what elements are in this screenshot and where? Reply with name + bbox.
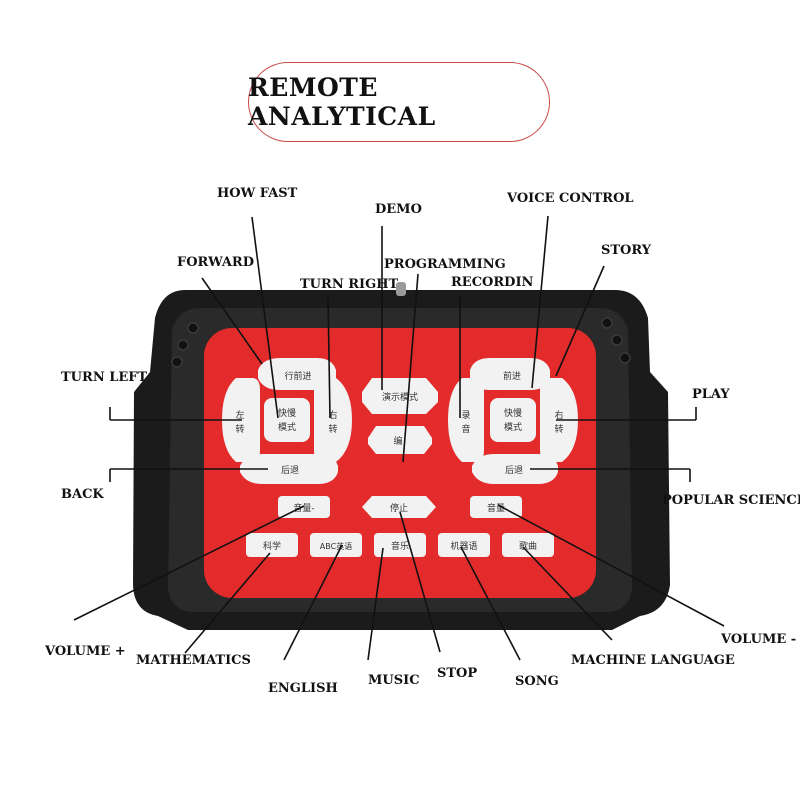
turn-left-key-label-bottom: 转 — [235, 423, 244, 435]
callout-mathematics: MATHEMATICS — [136, 653, 251, 668]
callout-programming: PROGRAMMING — [384, 257, 506, 272]
forward-right-key-label: 前进 — [503, 370, 521, 382]
stop-key[interactable]: 停止 — [362, 496, 436, 518]
mathematics-key[interactable]: 科学 — [246, 533, 298, 557]
song-key[interactable]: 歌曲 — [502, 533, 554, 557]
stop-key-label: 停止 — [390, 502, 408, 514]
voice-control-key-label-bottom: 模式 — [504, 421, 522, 433]
machine-language-key-label: 机器语 — [450, 540, 477, 552]
voice-control-key[interactable]: 快慢 模式 — [490, 398, 536, 442]
song-key-label: 歌曲 — [519, 540, 537, 552]
callout-voice-control: VOICE CONTROL — [507, 191, 634, 206]
leader-turn-right — [327, 294, 331, 419]
diagram-title: REMOTE ANALYTICAL — [248, 73, 436, 131]
programming-key-label: 编 — [393, 435, 402, 447]
leader-how-fast — [251, 216, 279, 419]
callout-back: BACK — [61, 487, 104, 502]
leader-song — [460, 546, 521, 661]
play-key-label-bottom: 转 — [554, 423, 563, 435]
leader-machine-language — [522, 546, 613, 641]
callout-popular-science: POPULAR SCIENCE — [662, 493, 800, 508]
leader-lines — [73, 215, 725, 661]
english-key[interactable]: ABC英语 — [310, 533, 362, 557]
voice-control-key-label-top: 快慢 — [504, 407, 522, 419]
programming-key[interactable]: 编 — [368, 426, 432, 454]
leader-voice-control — [531, 215, 549, 389]
record-key[interactable]: 录 音 — [448, 378, 484, 462]
speed-mode-key-label-bottom: 模式 — [278, 421, 296, 433]
leader-stop — [399, 511, 441, 653]
music-key[interactable]: 音乐 — [374, 533, 426, 557]
volume-plus-key-label: 音量 — [487, 502, 505, 514]
english-key-label: ABC英语 — [320, 541, 352, 551]
volume-minus-key-label: 音量- — [293, 502, 314, 514]
callout-demo: DEMO — [375, 202, 422, 217]
record-key-label-bottom: 音 — [461, 423, 470, 435]
callout-recordin: RECORDIN — [451, 275, 534, 290]
callout-story: STORY — [601, 243, 652, 258]
callout-english: ENGLISH — [268, 681, 338, 696]
callout-forward: FORWARD — [177, 255, 255, 270]
callout-volume-plus: VOLUME + — [45, 644, 126, 659]
back-left-key[interactable]: 后退 — [240, 454, 338, 484]
machine-language-key[interactable]: 机器语 — [438, 533, 490, 557]
callout-music: MUSIC — [368, 673, 420, 688]
leader-forward — [201, 277, 263, 365]
play-key-label-top: 右 — [554, 409, 563, 421]
turn-right-key-label-bottom: 转 — [328, 423, 337, 435]
callout-machine-language: MACHINE LANGUAGE — [571, 653, 735, 668]
callout-play: PLAY — [692, 387, 730, 402]
record-key-label-top: 录 — [461, 410, 470, 421]
turn-right-key-label-top: 右 — [328, 409, 337, 421]
callout-turn-right: TURN RIGHT — [300, 277, 399, 292]
back-right-key[interactable]: 后退 — [472, 454, 558, 484]
volume-plus-key[interactable]: 音量 — [470, 496, 522, 518]
back-right-key-label: 后退 — [505, 465, 523, 476]
red-panel — [204, 328, 596, 598]
mathematics-key-label: 科学 — [263, 540, 281, 552]
callout-how-fast: HOW FAST — [217, 186, 298, 201]
demo-mode-key-label: 演示模式 — [382, 391, 418, 403]
speed-mode-key[interactable]: 快慢 模式 — [264, 398, 310, 442]
leader-volume-plus — [73, 505, 305, 621]
speed-mode-key-label-top: 快慢 — [278, 407, 296, 419]
demo-mode-key[interactable]: 演示模式 — [362, 378, 438, 414]
forward-left-key-label: 行前进 — [284, 370, 311, 382]
title-frame — [248, 62, 550, 142]
left-speaker-holes — [171, 322, 199, 368]
back-left-key-label: 后退 — [281, 465, 299, 476]
turn-left-key-label-top: 左 — [235, 409, 244, 421]
callout-volume-minus: VOLUME - — [721, 632, 797, 647]
callout-stop: STOP — [437, 666, 478, 681]
right-speaker-holes — [601, 317, 631, 364]
leader-story — [555, 265, 605, 377]
leader-music — [367, 547, 384, 661]
leader-programming — [402, 273, 419, 463]
turn-right-key[interactable]: 右 转 — [314, 378, 352, 462]
music-key-label: 音乐 — [391, 540, 409, 552]
antenna-stub — [396, 282, 406, 296]
leader-english — [283, 544, 343, 661]
forward-right-key[interactable]: 前进 — [470, 358, 550, 390]
leader-mathematics — [184, 552, 271, 654]
callout-turn-left: TURN LEFT — [61, 370, 148, 385]
callout-song: SONG — [515, 674, 559, 689]
leader-volume-minus — [497, 504, 725, 627]
